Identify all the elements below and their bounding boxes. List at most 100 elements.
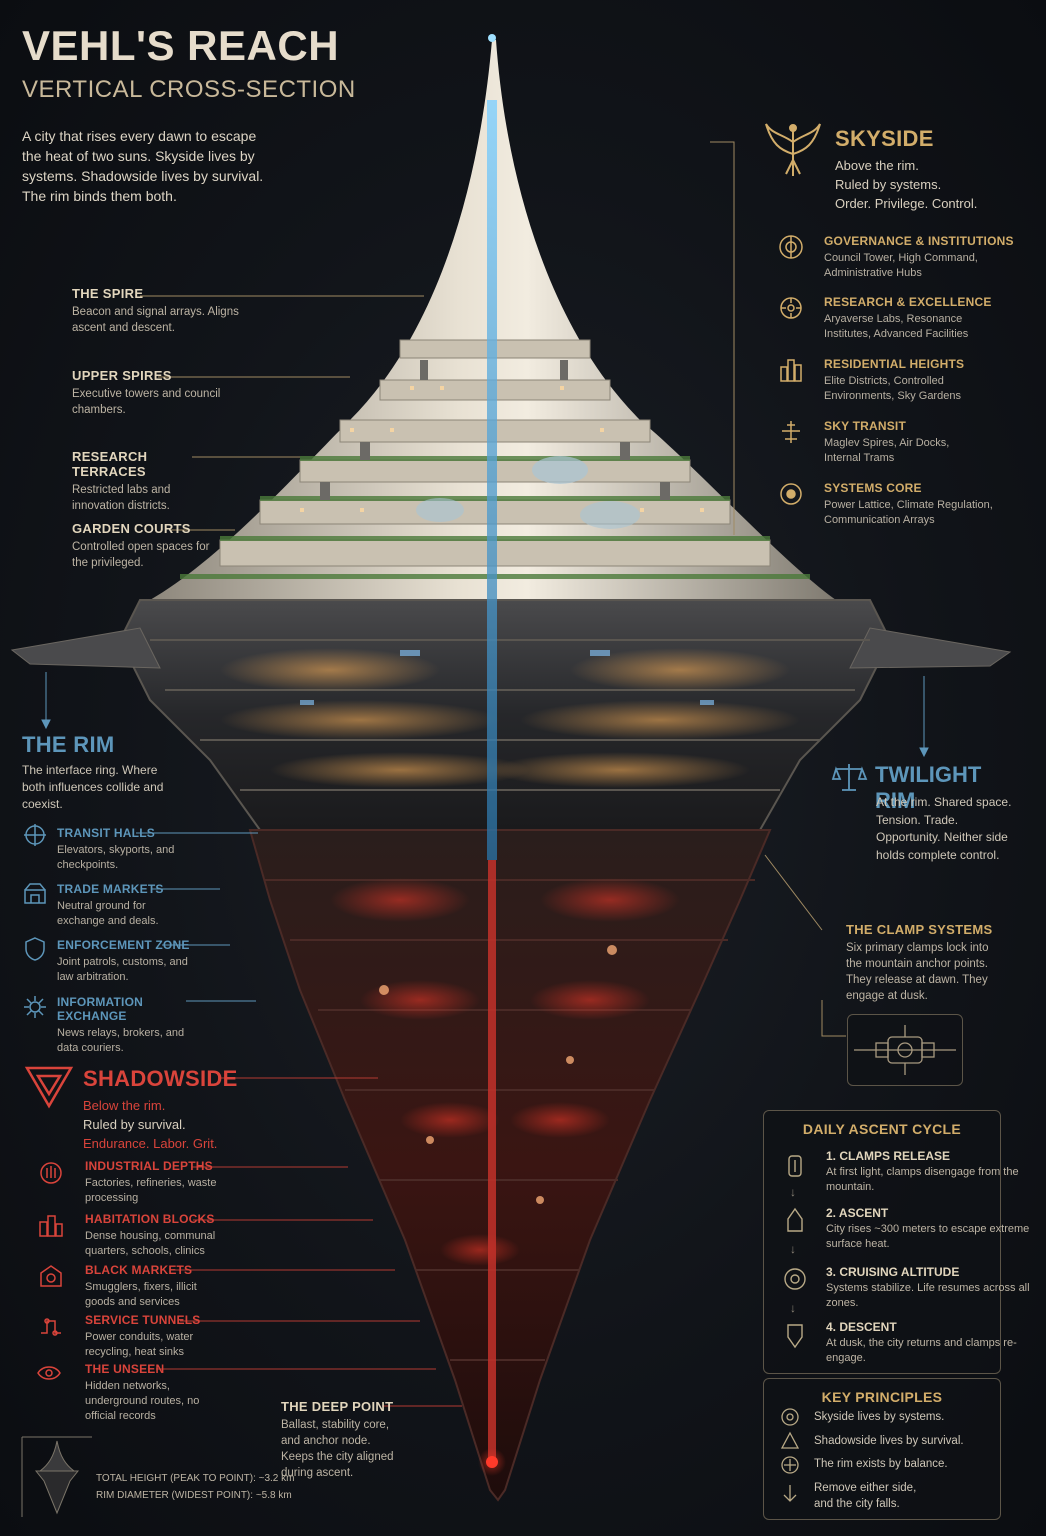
clamps-title: THE CLAMP SYSTEMS: [846, 922, 993, 937]
principle-item: Shadowside lives by survival.: [814, 1435, 964, 1447]
shadowside-item-title: HABITATION BLOCKS: [85, 1212, 215, 1226]
shadowside-section: SHADOWSIDE Below the rim. Ruled by survi…: [83, 1066, 243, 1153]
callout-research-terraces: RESEARCH TERRACES Restricted labs and in…: [72, 449, 222, 514]
balance-scale-icon: [831, 764, 868, 791]
skyside-item-desc: Elite Districts, Controlled Environments…: [824, 375, 961, 402]
skyside-item-desc: Council Tower, High Command, Administrat…: [824, 252, 978, 279]
rim-item-title: TRADE MARKETS: [57, 882, 164, 896]
skyside-item-title: RESEARCH & EXCELLENCE: [824, 295, 992, 309]
skyside-item-desc: Power Lattice, Climate Regulation, Commu…: [824, 499, 993, 526]
callout-spire: THE SPIRE Beacon and signal arrays. Alig…: [72, 286, 252, 336]
ascent-cycle-title: DAILY ASCENT CYCLE: [802, 1121, 962, 1137]
skyside-line: Ruled by systems.: [835, 177, 942, 192]
black-market-icon: [40, 1265, 62, 1287]
ascent-step-title: 4. DESCENT: [826, 1320, 897, 1334]
balance-principle-icon: [781, 1456, 799, 1474]
falls-principle-icon: [783, 1485, 797, 1502]
shadowside-emblem-icon: [24, 1066, 74, 1109]
page-subtitle: VERTICAL CROSS-SECTION: [22, 76, 356, 103]
ascent-step-desc: At dusk, the city returns and clamps re-…: [826, 1337, 1017, 1364]
clamp-diagram: [847, 1014, 963, 1086]
rim-diameter: RIM DIAMETER (WIDEST POINT): ~5.8 km: [96, 1490, 292, 1501]
shadowside-item-desc: Hidden networks, underground routes, no …: [85, 1380, 200, 1422]
shadowside-item-desc: Dense housing, communal quarters, school…: [85, 1230, 216, 1257]
skyside-item-desc: Aryaverse Labs, Resonance Institutes, Ad…: [824, 313, 969, 340]
ascent-step-desc: Systems stabilize. Life resumes across a…: [826, 1282, 1030, 1309]
skyside-item: SYSTEMS CORE Power Lattice, Climate Regu…: [824, 481, 1024, 528]
phoenix-icon: [765, 123, 821, 176]
ascent-step: 3. CRUISING ALTITUDE Systems stabilize. …: [826, 1265, 1046, 1311]
rim-section: THE RIM The interface ring. Where both i…: [22, 732, 172, 813]
systems-core-icon: [780, 483, 802, 505]
shadowside-item-title: INDUSTRIAL DEPTHS: [85, 1159, 213, 1173]
shadowside-line: Below the rim.: [83, 1098, 166, 1113]
shadowside-heading: SHADOWSIDE: [83, 1066, 238, 1091]
skyside-line: Above the rim.: [835, 158, 919, 173]
ascent-step-desc: At first light, clamps disengage from th…: [826, 1166, 1019, 1193]
shadowside-item: BLACK MARKETS Smugglers, fixers, illicit…: [85, 1263, 215, 1310]
twilight-heading: TWILIGHT RIM: [875, 762, 982, 813]
industrial-icon: [40, 1162, 62, 1184]
callout-title: RESEARCH TERRACES: [72, 449, 148, 479]
principle-item: Remove either side, and the city falls.: [814, 1482, 917, 1510]
ascent-step-title: 2. ASCENT: [826, 1206, 889, 1220]
transit-halls-icon: [24, 824, 46, 846]
deep-point-desc: Ballast, stability core, and anchor node…: [281, 1419, 394, 1479]
habitation-icon: [39, 1215, 63, 1237]
shadowside-line: Ruled by survival.: [83, 1117, 186, 1132]
skyside-section: SKYSIDE Above the rim. Ruled by systems.…: [835, 126, 1015, 213]
callout-desc: Beacon and signal arrays. Aligns ascent …: [72, 306, 239, 334]
ascent-step: 1. CLAMPS RELEASE At first light, clamps…: [826, 1149, 1046, 1195]
arrow-down-icon: ↓: [790, 1242, 796, 1256]
systems-principle-icon: [781, 1408, 799, 1426]
callout-title: UPPER SPIRES: [72, 368, 172, 383]
skyside-item: RESEARCH & EXCELLENCE Aryaverse Labs, Re…: [824, 295, 1024, 342]
deep-point-callout: THE DEEP POINT Ballast, stability core, …: [281, 1399, 401, 1481]
principle-item: The rim exists by balance.: [814, 1458, 948, 1470]
ascent-step-title: 1. CLAMPS RELEASE: [826, 1149, 951, 1163]
arrow-down-icon: ↓: [790, 1185, 796, 1199]
callout-desc: Restricted labs and innovation districts…: [72, 484, 171, 512]
shadowside-item-desc: Power conduits, water recycling, heat si…: [85, 1331, 194, 1358]
skyside-item: SKY TRANSIT Maglev Spires, Air Docks, In…: [824, 419, 1024, 466]
shadowside-item-title: THE UNSEEN: [85, 1362, 165, 1376]
rim-desc: The interface ring. Where both influence…: [22, 763, 164, 811]
shadowside-item-desc: Smugglers, fixers, illicit goods and ser…: [85, 1281, 197, 1308]
skyside-item-title: RESIDENTIAL HEIGHTS: [824, 357, 965, 371]
shadowside-item: INDUSTRIAL DEPTHS Factories, refineries,…: [85, 1159, 220, 1206]
shadowside-line: Endurance. Labor. Grit.: [83, 1136, 218, 1151]
rim-item: ENFORCEMENT ZONE Joint patrols, customs,…: [57, 938, 197, 985]
rim-item-desc: News relays, brokers, and data couriers.: [57, 1027, 185, 1054]
research-icon: [780, 297, 802, 319]
clamp-icon: [854, 1025, 956, 1075]
city-silhouette-icon: [21, 1436, 92, 1517]
governance-icon: [779, 235, 803, 259]
intro-text: A city that rises every dawn to escape t…: [22, 128, 264, 204]
ascent-step: 4. DESCENT At dusk, the city returns and…: [826, 1320, 1046, 1366]
callout-desc: Executive towers and council chambers.: [72, 388, 221, 416]
rim-item-desc: Joint patrols, customs, and law arbitrat…: [57, 956, 188, 983]
arrow-down-icon: ↓: [790, 1301, 796, 1315]
shadowside-item: THE UNSEEN Hidden networks, underground …: [85, 1362, 215, 1424]
rim-heading: THE RIM: [22, 732, 115, 757]
callout-desc: Controlled open spaces for the privilege…: [72, 541, 210, 569]
clamps-desc: Six primary clamps lock into the mountai…: [846, 942, 989, 1002]
skyside-line: Order. Privilege. Control.: [835, 196, 978, 211]
ascent-step-title: 3. CRUISING ALTITUDE: [826, 1265, 960, 1279]
total-height: TOTAL HEIGHT (PEAK TO POINT): ~3.2 km: [96, 1473, 295, 1484]
shadowside-item-desc: Factories, refineries, waste processing: [85, 1177, 217, 1204]
callout-title: GARDEN COURTS: [72, 521, 191, 536]
key-principles-title: KEY PRINCIPLES: [821, 1389, 943, 1405]
shadowside-item-title: BLACK MARKETS: [85, 1263, 193, 1277]
skyside-item-title: GOVERNANCE & INSTITUTIONS: [824, 234, 1014, 248]
skyside-item-title: SKY TRANSIT: [824, 419, 906, 433]
key-principles-panel: KEY PRINCIPLES Skyside lives by systems.…: [763, 1378, 1001, 1520]
ascent-step: 2. ASCENT City rises ~300 meters to esca…: [826, 1206, 1046, 1252]
transit-icon: [782, 421, 800, 443]
ascent-step-desc: City rises ~300 meters to escape extreme…: [826, 1223, 1030, 1250]
unseen-icon: [37, 1366, 61, 1380]
rim-item-title: TRANSIT HALLS: [57, 826, 155, 840]
shadowside-item: SERVICE TUNNELS Power conduits, water re…: [85, 1313, 215, 1360]
enforcement-icon: [25, 937, 45, 961]
service-tunnels-icon: [41, 1318, 61, 1336]
